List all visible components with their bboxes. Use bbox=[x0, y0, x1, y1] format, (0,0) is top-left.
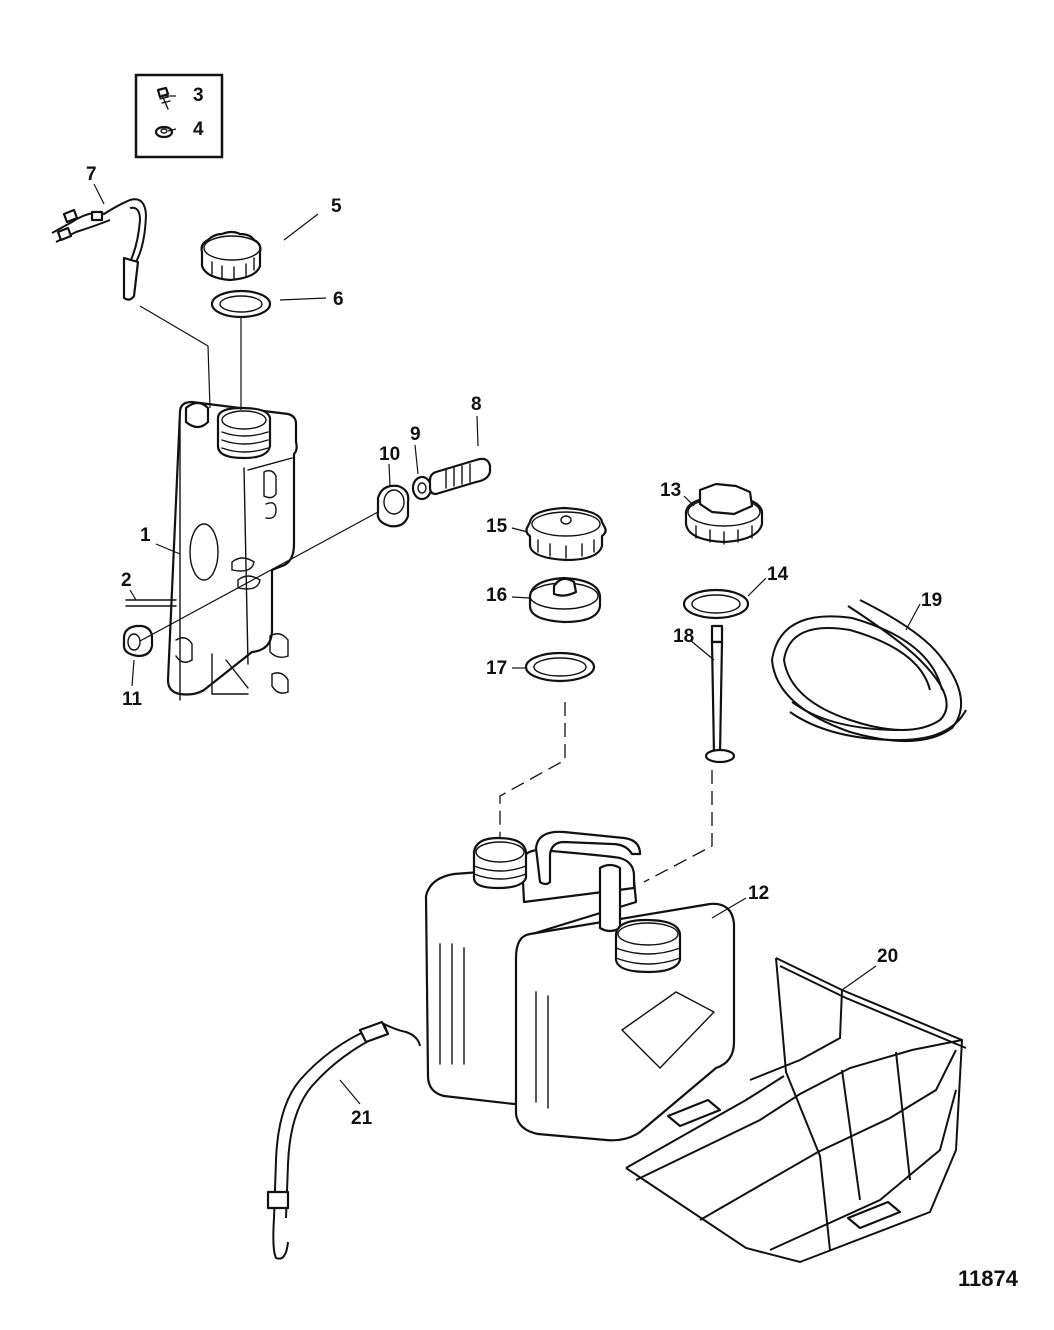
callout-8: 8 bbox=[471, 394, 482, 415]
grommet-part bbox=[122, 624, 154, 658]
pickup-tube-part bbox=[704, 624, 736, 764]
callout-16: 16 bbox=[486, 585, 507, 606]
fuel-hose-part bbox=[770, 599, 967, 743]
callout-20: 20 bbox=[877, 946, 898, 967]
callout-3: 3 bbox=[193, 85, 204, 106]
assembly-lines bbox=[139, 305, 713, 883]
check-valve-part bbox=[428, 457, 492, 496]
fuel-tank-part bbox=[424, 830, 736, 1142]
callout-2: 2 bbox=[121, 570, 132, 591]
oil-reservoir-part bbox=[166, 400, 298, 701]
callout-15: 15 bbox=[486, 516, 508, 537]
fitting-gasket-part bbox=[682, 588, 750, 620]
callout-21: 21 bbox=[351, 1108, 373, 1129]
figure-number: 11874 bbox=[958, 1266, 1019, 1291]
o-ring-part bbox=[411, 475, 433, 501]
callout-18: 18 bbox=[673, 626, 694, 647]
callout-7: 7 bbox=[86, 164, 97, 185]
vent-cap-part bbox=[528, 576, 602, 624]
tank-bracket-part bbox=[625, 957, 967, 1264]
callout-13: 13 bbox=[660, 480, 681, 501]
callout-10: 10 bbox=[379, 444, 400, 465]
sensor-harness-part bbox=[51, 198, 148, 301]
callout-5: 5 bbox=[331, 196, 342, 217]
callout-9: 9 bbox=[410, 424, 421, 445]
pin-part bbox=[125, 599, 177, 607]
tank-gasket-part bbox=[524, 651, 596, 683]
oil-tank-cap-part bbox=[200, 230, 262, 282]
callout-12: 12 bbox=[748, 883, 769, 904]
fuel-tank-cap-part bbox=[525, 506, 607, 562]
elbow-fitting-part bbox=[376, 484, 410, 528]
callout-11: 11 bbox=[122, 689, 143, 710]
callout-14: 14 bbox=[767, 564, 789, 585]
callout-17: 17 bbox=[486, 658, 507, 679]
fuel-fitting-cap-part bbox=[684, 482, 764, 545]
washer-part bbox=[154, 125, 174, 139]
inset-hardware-box bbox=[134, 73, 224, 159]
callout-19: 19 bbox=[921, 590, 942, 611]
callout-6: 6 bbox=[333, 289, 344, 310]
hold-down-strap-part bbox=[266, 1020, 421, 1260]
callout-4: 4 bbox=[193, 119, 204, 140]
callout-leaders bbox=[93, 95, 921, 1105]
callout-1: 1 bbox=[140, 525, 151, 546]
screw-part bbox=[156, 86, 171, 110]
